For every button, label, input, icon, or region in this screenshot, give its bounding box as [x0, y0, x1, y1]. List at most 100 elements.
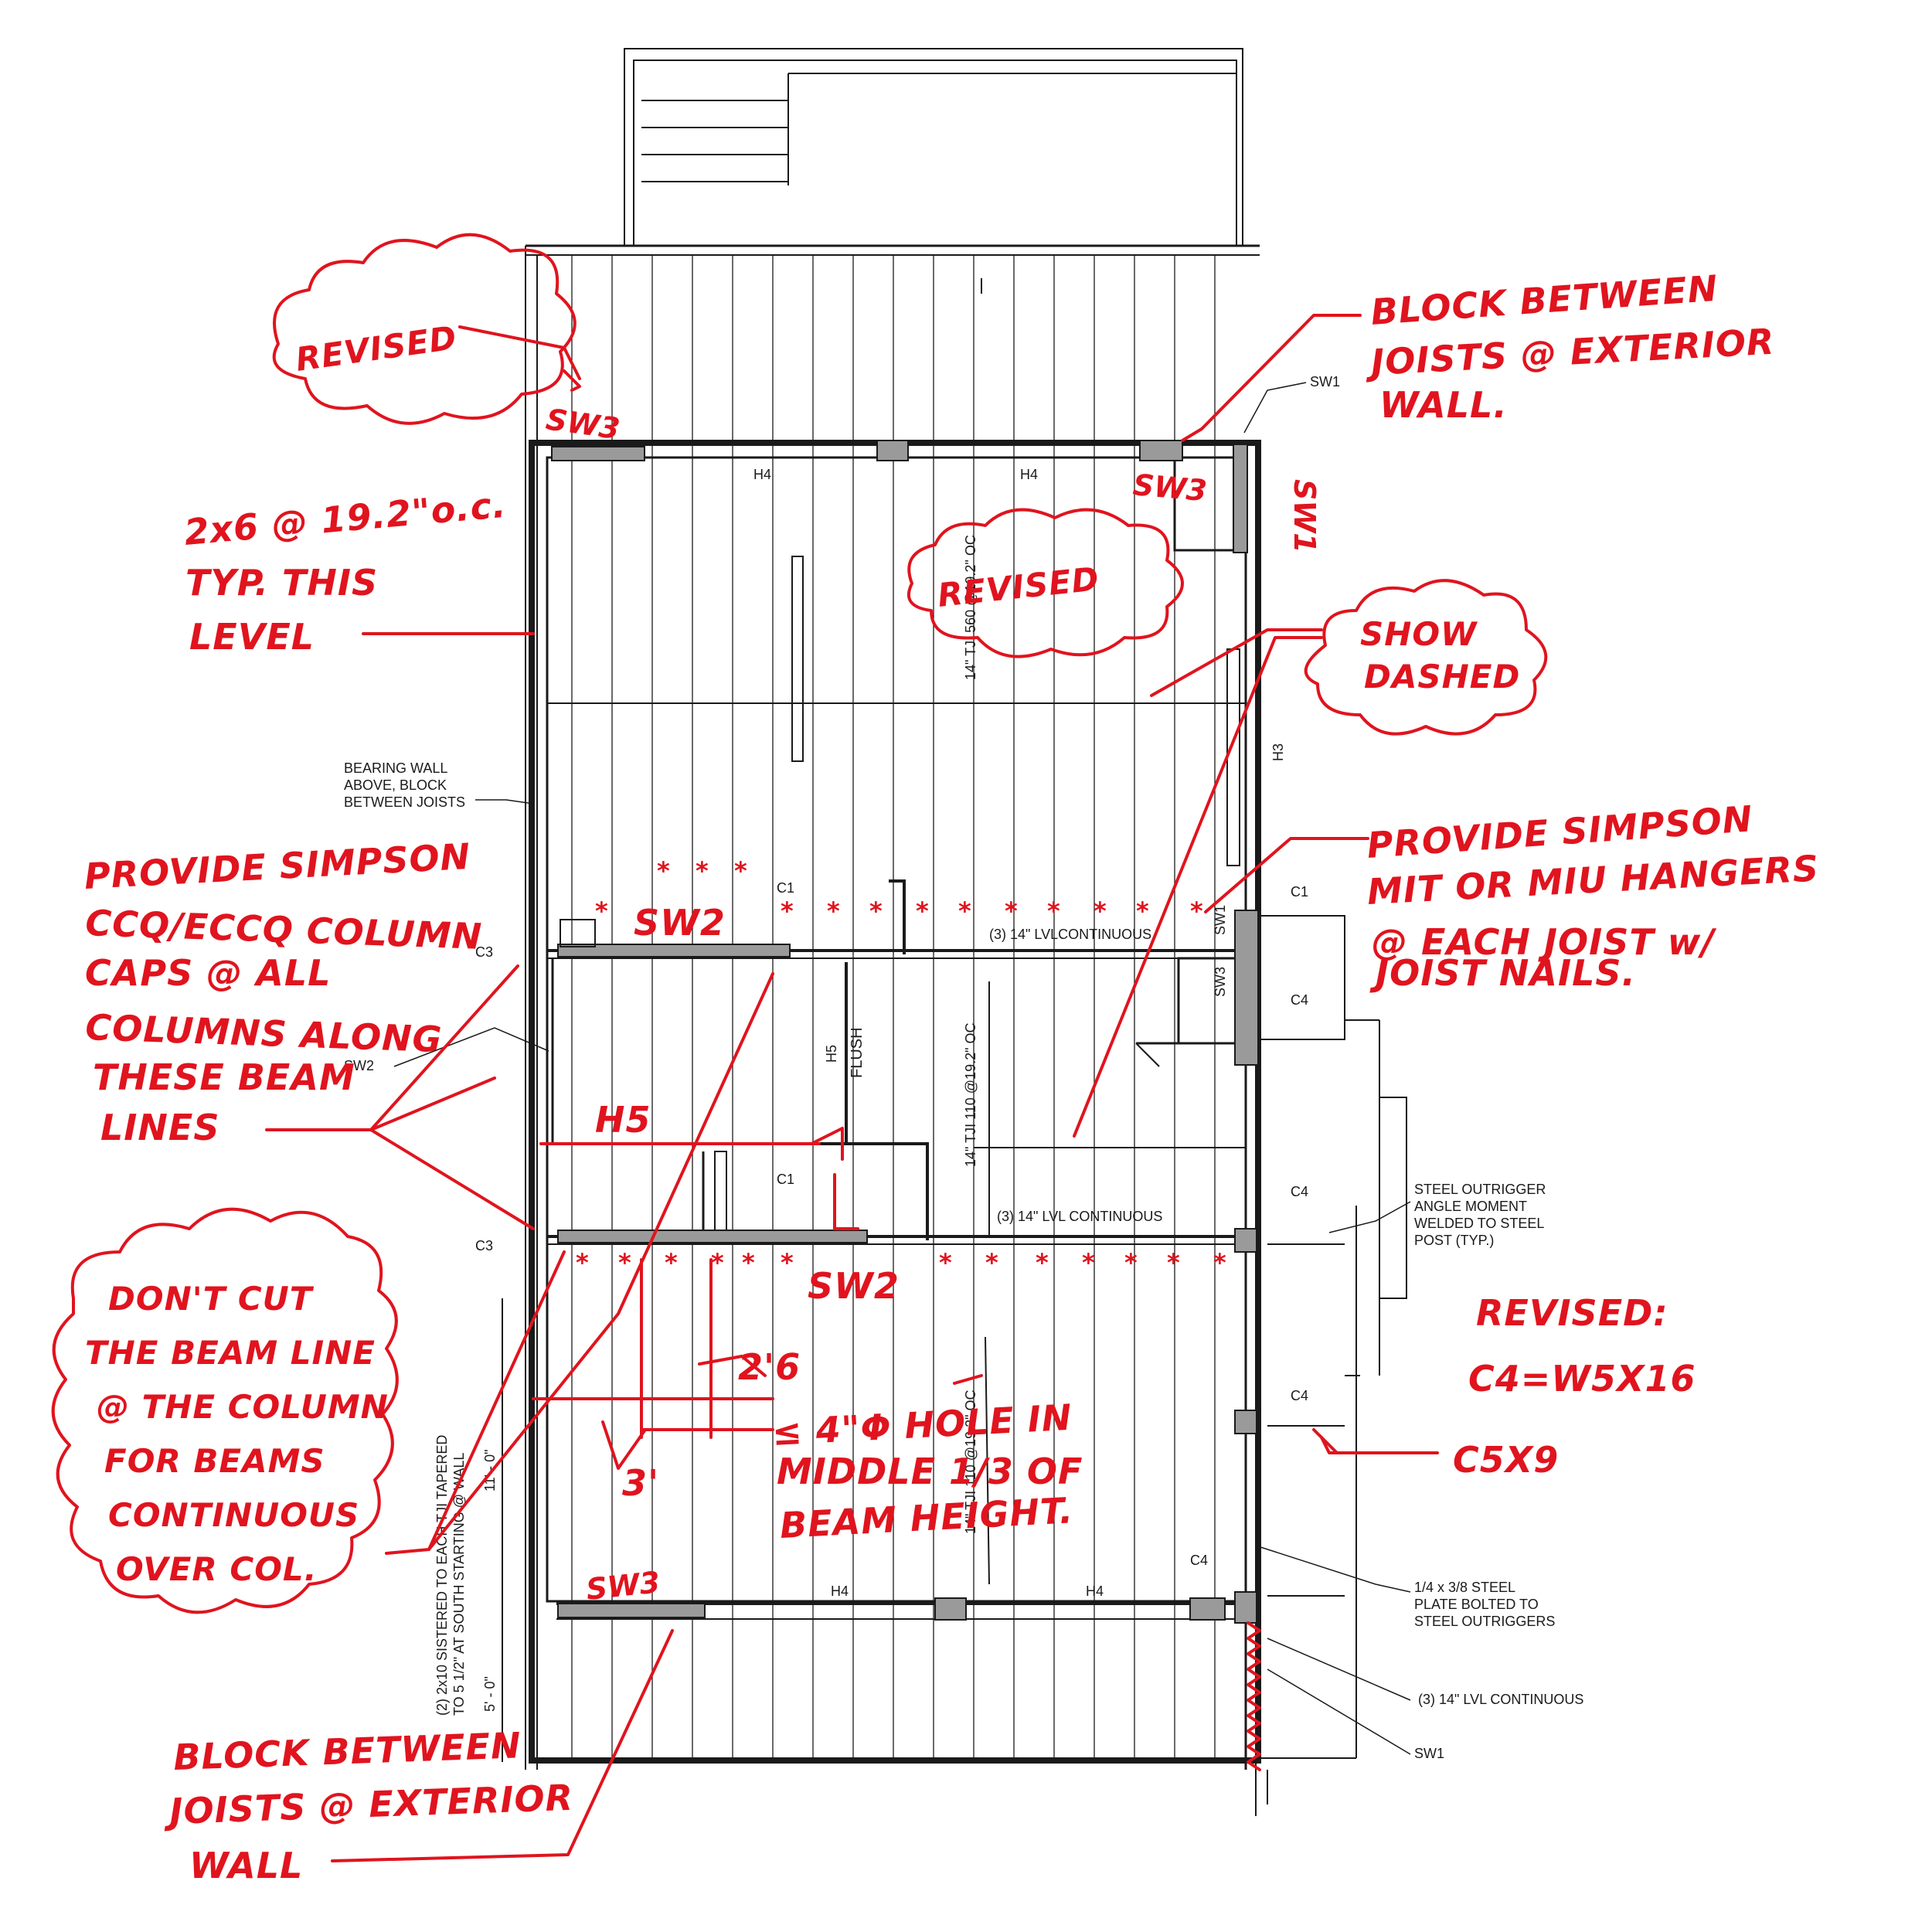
- note-simpson-col-6: LINES: [100, 1107, 219, 1148]
- hanger-star-marker: *: [618, 1248, 631, 1277]
- label-joist-mid: 14" TJI 110 @19.2" OC: [963, 1023, 978, 1167]
- label-c1-mid: C1: [777, 1172, 794, 1187]
- note-revised-top: REVISED: [294, 318, 460, 379]
- hanger-star-marker: *: [657, 856, 670, 886]
- note-dont-cut-1: DON'T CUT: [108, 1280, 315, 1318]
- hanger-star-marker: *: [958, 896, 971, 926]
- note-h5: H5: [595, 1099, 651, 1141]
- note-simpson-col-2: CCQ/ECCQ COLUMN: [85, 902, 483, 957]
- note-block-top-2: JOISTS @ EXTERIOR: [1364, 321, 1776, 384]
- hanger-markers: ***************************: [576, 856, 1226, 1277]
- note-dont-cut-3: @ THE COLUMN: [97, 1388, 389, 1426]
- note-dim-2-6: 2'6: [738, 1346, 801, 1388]
- hanger-star-marker: *: [827, 896, 840, 926]
- note-block-top-1: BLOCK BETWEEN: [1369, 267, 1719, 333]
- red-zigzag: [1247, 1621, 1261, 1771]
- hanger-star-marker: *: [711, 1248, 724, 1277]
- hanger-star-marker: *: [1036, 1248, 1049, 1277]
- label-sw3-mid: SW3: [1213, 967, 1228, 997]
- hanger-star-marker: *: [1094, 896, 1107, 926]
- note-joist-3: LEVEL: [189, 616, 315, 658]
- label-sistered-1: (2) 2x10 SISTERED TO EACH TJI TAPERED: [434, 1435, 450, 1716]
- hanger-star-marker: *: [1047, 896, 1060, 926]
- hanger-star-marker: *: [1167, 1248, 1180, 1277]
- hanger-star-marker: *: [1213, 1248, 1226, 1277]
- label-c3-bot: C3: [475, 1238, 493, 1253]
- hanger-star-marker: *: [939, 1248, 952, 1277]
- label-sw1-top: SW1: [1310, 374, 1340, 389]
- label-steel-plate-1: 1/4 x 3/8 STEEL: [1414, 1580, 1515, 1595]
- note-sw2-a: SW2: [634, 902, 726, 944]
- note-dim-3: 3': [622, 1462, 659, 1504]
- hanger-star-marker: *: [665, 1248, 678, 1277]
- hanger-star-marker: *: [696, 856, 709, 886]
- label-dim-11: 11' - 0": [482, 1449, 498, 1492]
- label-h4-top-left: H4: [753, 467, 771, 482]
- note-dont-cut-4: FOR BEAMS: [104, 1442, 325, 1480]
- note-show-dashed-2: DASHED: [1364, 658, 1520, 696]
- note-block-bottom-1: BLOCK BETWEEN: [172, 1724, 522, 1778]
- label-steel-outrigger-3: WELDED TO STEEL: [1414, 1216, 1544, 1231]
- label-bearing-wall-1: BEARING WALL: [344, 760, 447, 776]
- label-steel-plate-3: STEEL OUTRIGGERS: [1414, 1614, 1555, 1629]
- hanger-star-marker: *: [781, 1248, 794, 1277]
- note-simpson-col-5: THESE BEAM: [93, 1056, 355, 1098]
- hanger-star-marker: *: [1190, 896, 1203, 926]
- note-show-dashed-1: SHOW: [1360, 615, 1478, 653]
- label-steel-outrigger-1: STEEL OUTRIGGER: [1414, 1182, 1546, 1197]
- note-block-top-3: WALL.: [1379, 384, 1508, 426]
- note-simpson-col-3: CAPS @ ALL: [85, 952, 331, 994]
- note-dont-cut-6: OVER COL.: [116, 1550, 318, 1588]
- label-c1-right: C1: [1291, 884, 1308, 900]
- label-lvl-right: (3) 14" LVL CONTINUOUS: [1418, 1692, 1583, 1707]
- cloud-show-dashed: [1304, 579, 1548, 736]
- cloud-revised-mid: [906, 508, 1184, 658]
- hanger-star-marker: *: [734, 856, 747, 886]
- label-sw1-bot: SW1: [1414, 1746, 1444, 1761]
- label-sw2-left: SW2: [344, 1058, 374, 1073]
- note-hole-1: ≤ 4"Φ HOLE IN: [771, 1396, 1073, 1454]
- label-h4-top-right: H4: [1020, 467, 1038, 482]
- note-sw2-b: SW2: [808, 1265, 900, 1307]
- note-dont-cut-5: CONTINUOUS: [108, 1496, 359, 1534]
- label-c3-top: C3: [475, 944, 493, 960]
- note-joist-2: TYP. THIS: [185, 562, 378, 604]
- label-h4-bot-right: H4: [1086, 1583, 1104, 1599]
- label-h4-bot-left: H4: [831, 1583, 849, 1599]
- note-sw3-top-left: SW3: [544, 402, 622, 446]
- red-markup: *************************** REVISED: [51, 233, 1820, 1886]
- top-stair-outline: [624, 48, 1243, 247]
- note-c5x9: C5X9: [1453, 1439, 1559, 1481]
- printed-leaders: [393, 382, 1411, 1755]
- hanger-star-marker: *: [576, 1248, 589, 1277]
- note-revised-mid: REVISED: [936, 560, 1101, 614]
- label-bearing-wall-3: BETWEEN JOISTS: [344, 794, 465, 810]
- hanger-star-marker: *: [916, 896, 929, 926]
- note-revised-c4-1: REVISED:: [1476, 1292, 1668, 1334]
- label-steel-plate-2: PLATE BOLTED TO: [1414, 1597, 1539, 1612]
- hanger-star-marker: *: [1005, 896, 1018, 926]
- cloud-revised-top: [272, 233, 577, 425]
- note-sw1-vert: SW1: [1287, 479, 1321, 553]
- label-joist-bot: 14" TJI 110 @19.2" OC: [963, 1390, 978, 1534]
- note-simpson-hanger-4: JOIST NAILS.: [1369, 952, 1636, 994]
- label-c4-c: C4: [1291, 1388, 1308, 1403]
- note-simpson-col-4: COLUMNS ALONG: [85, 1006, 444, 1060]
- label-h5: H5: [824, 1045, 839, 1063]
- label-joist-top: 14" TJI 560 @19.2" OC: [963, 535, 978, 680]
- label-c4-d: C4: [1190, 1553, 1208, 1568]
- note-joist-1: 2x6 @ 19.2"o.c.: [182, 484, 508, 553]
- cloud-dont-cut: [51, 1207, 399, 1614]
- label-sw1-mid: SW1: [1213, 905, 1228, 935]
- hanger-star-marker: *: [1136, 896, 1149, 926]
- outrigger-structure: [1255, 915, 1407, 1804]
- label-h3: H3: [1270, 743, 1286, 761]
- label-bearing-wall-2: ABOVE, BLOCK: [344, 777, 447, 793]
- note-simpson-hanger-3: @ EACH JOIST w/: [1372, 921, 1716, 963]
- hanger-star-marker: *: [781, 896, 794, 926]
- note-sw3-top-right: SW3: [1131, 468, 1208, 508]
- hanger-star-marker: *: [869, 896, 883, 926]
- joist-lines: [571, 255, 1216, 1758]
- note-sw3-bottom: SW3: [584, 1565, 662, 1607]
